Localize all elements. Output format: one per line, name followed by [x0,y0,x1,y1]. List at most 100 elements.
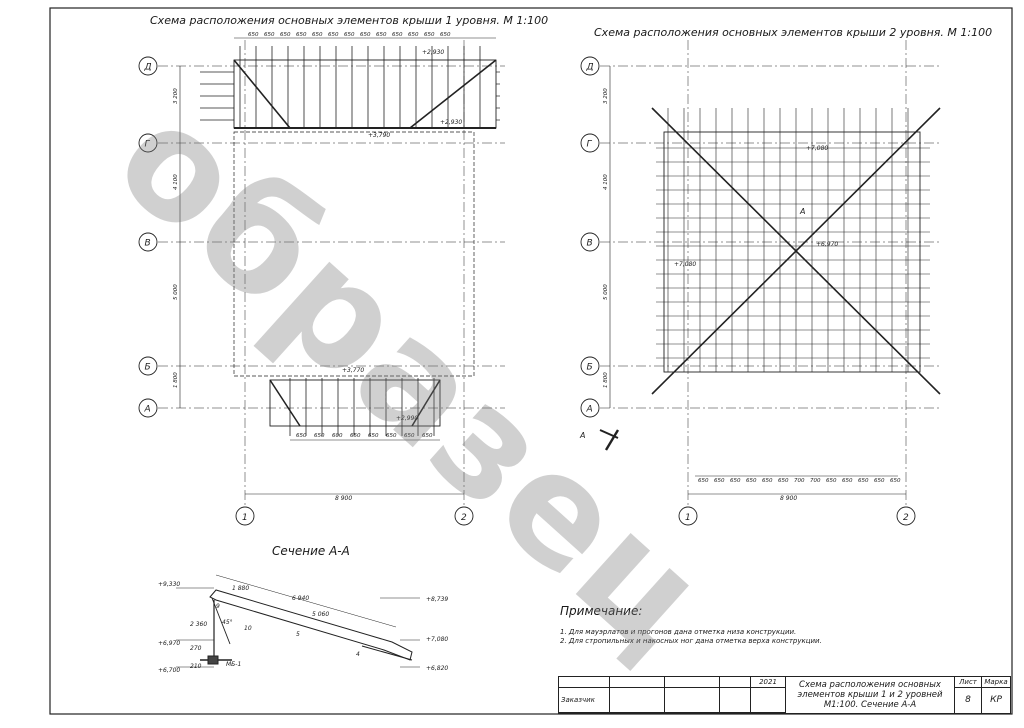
plan2-title: Схема расположения основных элементов кр… [594,26,993,39]
plan1-axis-bubble-4 [138,398,158,418]
plan1-axis-bubble-2 [138,232,158,252]
stamp-sheet-label: Лист [954,676,982,688]
plan2-axis-bubble-4 [580,398,600,418]
plan2-axis-letter-1: Г [587,140,593,150]
plan1-bottom-dim-7: 650 [422,433,433,439]
plan1-top-dim-3: 650 [296,32,307,38]
plan1-mark-0: +2,930 [422,49,444,56]
plan1-mark-3: +3,770 [342,367,364,374]
plan1-left-dim-0: 3 200 [173,88,179,104]
plan2-axis-letter-3: Б [587,363,593,373]
plan2-left-dim-0: 3 200 [603,88,609,104]
plan2-axis-bubble-0 [580,56,600,76]
section-mark-4: +6,700 [158,667,180,674]
plan1-bottom-dim-5: 650 [386,433,397,439]
section-mark-2: +6,970 [158,640,180,647]
plan1-top-dim-10: 650 [408,32,419,38]
plan1-bottom-dim-3: 650 [350,433,361,439]
section-dim-3: 2 360 [190,621,207,628]
plan1-axis-letter-2: В [145,239,151,249]
plan1-bottom-dim-6: 650 [404,433,415,439]
stamp-customer: Заказчик [558,686,610,713]
plan2-bottom-dim-0: 650 [698,478,709,484]
plan2-bottom-dim-12: 650 [890,478,901,484]
section-tag-2: 5 [296,631,300,638]
plan2-mark-0: +7,080 [806,145,828,152]
plan2-labels: 8 900 +7,080 +6,970 +7,080 А А [579,145,838,502]
plan2-bottom-dim-3: 650 [746,478,757,484]
section-dim-0: 1 880 [232,585,249,592]
plan1-overall-width: 8 900 [335,495,352,502]
plan1-axis-bubble-0 [138,56,158,76]
plan1-top-dim-1: 650 [264,32,275,38]
plan2-bottom-dim-1: 650 [714,478,725,484]
plan1-axis-bubble-3 [138,356,158,376]
plan1-axis-number-0: 1 [242,513,248,523]
plan2-mark-1: +6,970 [816,241,838,248]
plan2-cut-label-upper: А [799,207,805,216]
plan1-bottom-dim-2: 600 [332,433,343,439]
plan1-top-dim-0: 650 [248,32,259,38]
plan1-top-dim-9: 650 [392,32,403,38]
plan2-bottom-dim-9: 650 [842,478,853,484]
stamp-year: 2021 [750,676,786,688]
plan2-bottom-dim-5: 650 [778,478,789,484]
plan1-axis-num-bubble-1 [454,506,474,526]
plan1-bottom-dim-1: 650 [314,433,325,439]
plan2-bottom-dim-4: 650 [762,478,773,484]
plan1-axis-letter-0: Д [144,63,152,73]
plan1-axis-bubble-1 [138,133,158,153]
plan1-left-dim-1: 4 100 [173,174,179,190]
stamp-title: Схема расположения основных элементов кр… [785,676,955,714]
plan2-bottom-dim-8: 650 [826,478,837,484]
plan2-group [599,40,941,505]
plan1-axis-bubbles: Д Г В Б А 1 2 [138,56,474,526]
plan1-labels: 8 900 +3,790 +2,930 +2,930 +3,770 +2,990 [335,49,462,502]
section-mark-1: +8,739 [426,596,448,603]
plan2-axis-num-bubble-1 [896,506,916,526]
plan1-group [158,37,505,505]
plan1-axis-letter-1: Г [145,140,151,150]
plan1-top-dim-7: 650 [360,32,371,38]
plan1-mark-1: +3,790 [368,132,390,139]
section-labels: +9,330 +8,739 +6,970 +7,080 +6,700 +6,82… [158,581,448,674]
plan2-axis-number-1: 2 [903,513,909,523]
plan1-title: Схема расположения основных элементов кр… [150,14,549,27]
title-block: 2021 Схема расположения основных элемент… [558,676,1011,715]
notes-heading: Примечание: [560,604,643,618]
section-tag-1: 10 [244,625,252,632]
section-dim-4: 270 [190,645,202,652]
plan1-top-dim-12: 650 [440,32,451,38]
plan1-axis-letter-3: Б [145,363,151,373]
plan1-axis-num-bubble-0 [235,506,255,526]
plan2-bottom-dim-6: 700 [794,478,805,484]
sheet-frame [49,7,1013,715]
section-tag-3: 4 [356,651,360,658]
plan1-mark-2: +2,930 [440,119,462,126]
stamp-mark-value: КР [981,686,1011,715]
plan2-axis-letter-4: А [586,405,593,415]
plan2-axis-letter-2: В [587,239,593,249]
plan1-top-dim-2: 650 [280,32,291,38]
plan2-overall-width: 8 900 [780,495,797,502]
plan1-axis-number-1: 2 [461,513,467,523]
section-mark-3: +7,080 [426,636,448,643]
plan1-top-dim-6: 650 [344,32,355,38]
plan1-axis-letter-4: А [144,405,151,415]
notes-line-1: 1. Для мауэрлатов и прогонов дана отметк… [560,628,797,636]
plan2-axis-bubble-3 [580,356,600,376]
section-mark-5: +6,820 [426,665,448,672]
plan1-mark-4: +2,990 [396,415,418,422]
plan1-left-dim-3: 1 800 [173,372,179,388]
plan2-bottom-dim-11: 650 [874,478,885,484]
plan2-bottom-dim-2: 650 [730,478,741,484]
plan2-bottom-dim-10: 650 [858,478,869,484]
plan2-axis-num-bubble-0 [678,506,698,526]
plan2-axis-letter-0: Д [586,63,594,73]
